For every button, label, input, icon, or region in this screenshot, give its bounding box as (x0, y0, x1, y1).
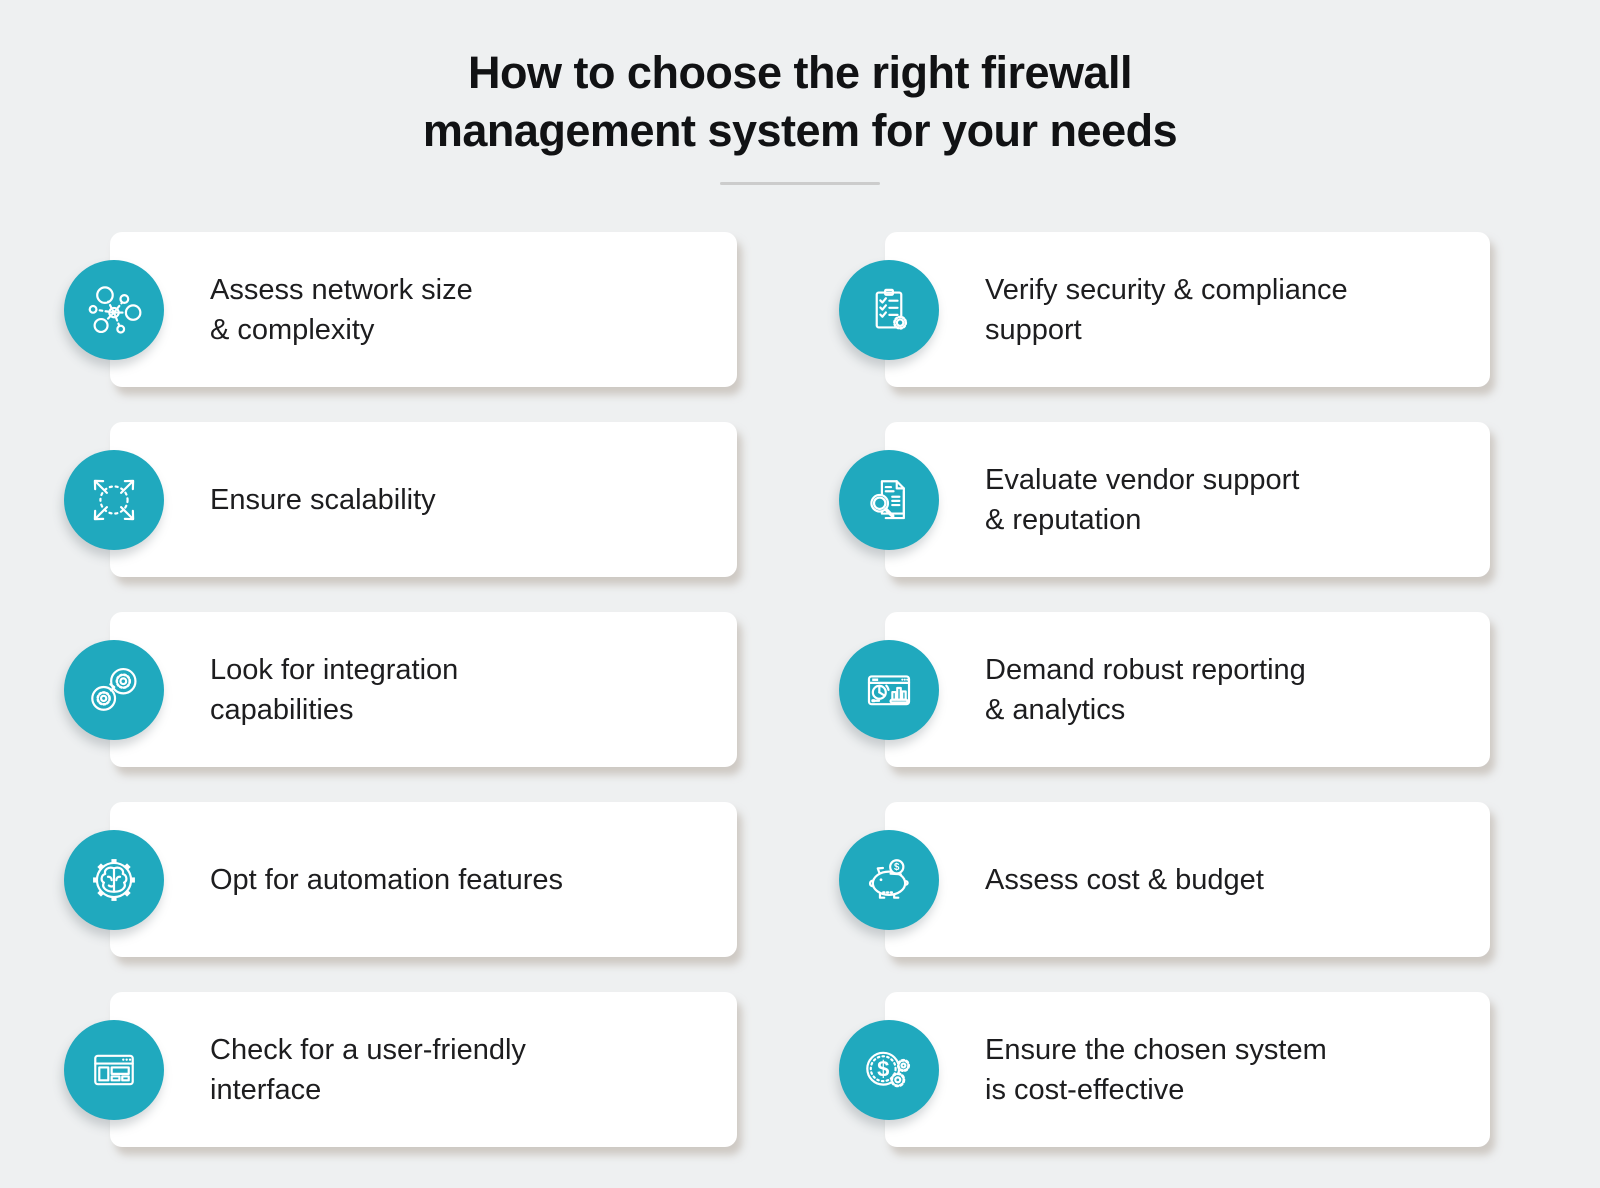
svg-text:$: $ (894, 862, 900, 873)
compliance-clipboard-icon (875, 288, 908, 330)
svg-text:$: $ (877, 1056, 889, 1081)
card-label: Check for a user-friendly interface (210, 1033, 526, 1106)
dollar-gears-icon: $ (866, 1051, 911, 1087)
card-integration-capabilities: Look for integration capabilities (64, 612, 737, 767)
card-assess-network-size: Assess network size & complexity (64, 232, 737, 387)
integration-gears-icon (91, 667, 137, 711)
page-title-line1: How to choose the right firewall (467, 47, 1133, 98)
card-label: Verify security & compliance support (985, 273, 1348, 346)
icon-badge (839, 639, 939, 740)
icon-badge (64, 829, 164, 930)
card-user-friendly-interface: Check for a user-friendly interface (64, 992, 737, 1147)
browser-window-icon (94, 1054, 134, 1085)
card-label: Ensure the chosen system is cost-effecti… (985, 1033, 1327, 1106)
icon-badge (839, 449, 939, 550)
icon-badge (839, 259, 939, 360)
card-ensure-scalability: Ensure scalability (64, 422, 737, 577)
analytics-dashboard-icon (867, 674, 911, 705)
page-title: How to choose the right firewall managem… (0, 0, 1600, 160)
automation-brain-gear-icon (93, 858, 135, 901)
network-icon (88, 285, 142, 334)
card-assess-cost-budget: $ Assess cost & budget (839, 802, 1490, 957)
card-label: Opt for automation features (210, 863, 564, 896)
card-label: Assess cost & budget (985, 863, 1264, 896)
card-label: Demand robust reporting & analytics (985, 653, 1306, 726)
card-grid: Assess network size & complexity Verify … (0, 232, 1600, 1147)
document-search-icon (870, 479, 905, 519)
card-reporting-analytics: Demand robust reporting & analytics (839, 612, 1490, 767)
scale-arrows-icon (93, 479, 135, 520)
icon-badge (64, 1019, 164, 1120)
card-label: Ensure scalability (210, 483, 436, 516)
card-verify-security-compliance: Verify security & compliance support (839, 232, 1490, 387)
card-label: Look for integration capabilities (210, 653, 459, 726)
icon-badge: $ (839, 829, 939, 930)
card-cost-effective-system: $ Ensure the chosen system is cost-effec… (839, 992, 1490, 1147)
icon-badge: $ (839, 1019, 939, 1120)
icon-badge (64, 259, 164, 360)
card-automation-features: Opt for automation features (64, 802, 737, 957)
piggy-bank-icon: $ (868, 858, 909, 899)
card-evaluate-vendor-support: Evaluate vendor support & reputation (839, 422, 1490, 577)
card-label: Evaluate vendor support & reputation (985, 463, 1300, 536)
icon-badge (64, 639, 164, 740)
card-label: Assess network size & complexity (210, 273, 473, 346)
page-title-line2: management system for your needs (422, 105, 1178, 156)
icon-badge (64, 449, 164, 550)
title-divider (720, 182, 880, 185)
